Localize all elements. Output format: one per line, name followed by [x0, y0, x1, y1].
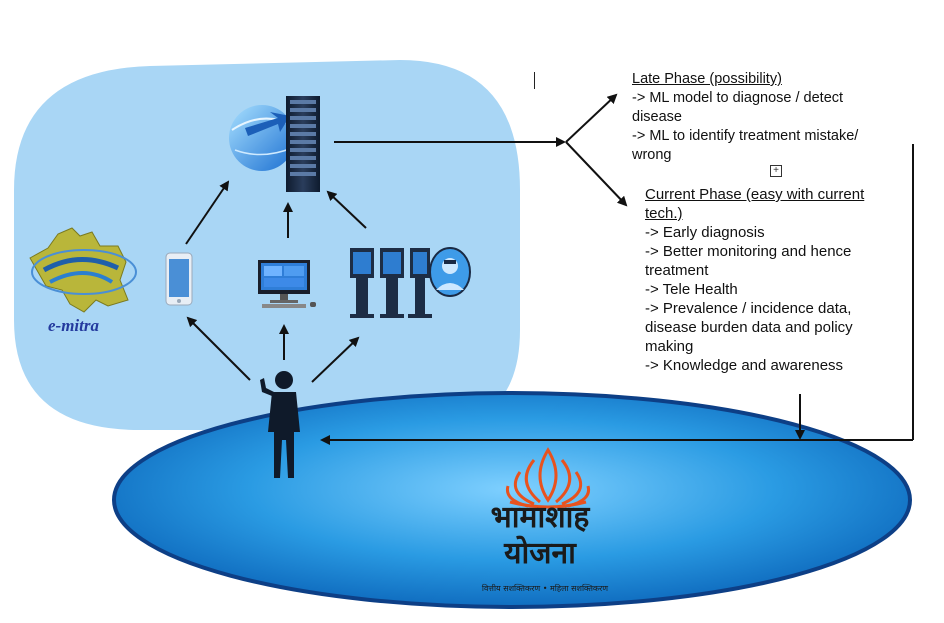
current-phase-heading: tech.) [645, 205, 683, 222]
late-phase-line: wrong [632, 147, 672, 163]
late-phase-line: -> ML to identify treatment mistake/ [632, 128, 859, 144]
current-phase-text: Current Phase (easy with current tech.) … [645, 185, 915, 375]
arrow-phone-to-server [185, 180, 230, 245]
arrow-person-to-kiosk [311, 336, 360, 383]
expand-plus-icon[interactable]: + [770, 165, 782, 177]
text-cursor-mark [534, 72, 535, 89]
person-icon [260, 371, 300, 478]
current-phase-line: -> Prevalence / incidence data, [645, 300, 852, 317]
current-phase-heading: Current Phase (easy with current [645, 186, 865, 203]
late-phase-text: Late Phase (possibility) -> ML model to … [632, 70, 912, 165]
doctor-avatar-icon [429, 247, 471, 297]
current-phase-line: treatment [645, 262, 709, 279]
desktop-computer-icon [258, 260, 316, 308]
ecosystem-cloud [14, 60, 520, 431]
late-phase-heading: Late Phase (possibility) [632, 71, 782, 87]
current-phase-line: -> Better monitoring and hence [645, 243, 852, 260]
smartphone-icon [165, 252, 193, 306]
bhamashah-title-line1: भामाशाह [490, 500, 590, 535]
lotus-logo [505, 447, 591, 509]
arrow-to-late-phase [565, 93, 618, 143]
current-phase-line: -> Tele Health [645, 281, 738, 298]
bhamashah-title-line2: योजना [504, 536, 576, 571]
current-phase-line: -> Early diagnosis [645, 224, 765, 241]
arrow-kiosk-to-server [326, 190, 367, 229]
bhamashah-title: भामाशाह योजना [460, 500, 620, 572]
current-phase-line: -> Knowledge and awareness [645, 357, 844, 374]
bhamashah-tagline: वित्तीय सशक्तिकरण • महिला सशक्तिकरण [481, 584, 609, 593]
emitra-label: e-mitra [48, 316, 99, 335]
arrow-to-current-phase [565, 141, 628, 207]
late-phase-line: disease [632, 109, 682, 125]
server-globe-icon [229, 96, 320, 192]
kiosk-icon [350, 248, 432, 318]
arrow-person-to-phone [186, 316, 251, 381]
current-phase-line: making [645, 338, 694, 355]
late-phase-line: -> ML model to diagnose / detect [632, 90, 844, 106]
rajasthan-map-logo [29, 227, 137, 313]
current-phase-line: disease burden data and policy [645, 319, 853, 336]
